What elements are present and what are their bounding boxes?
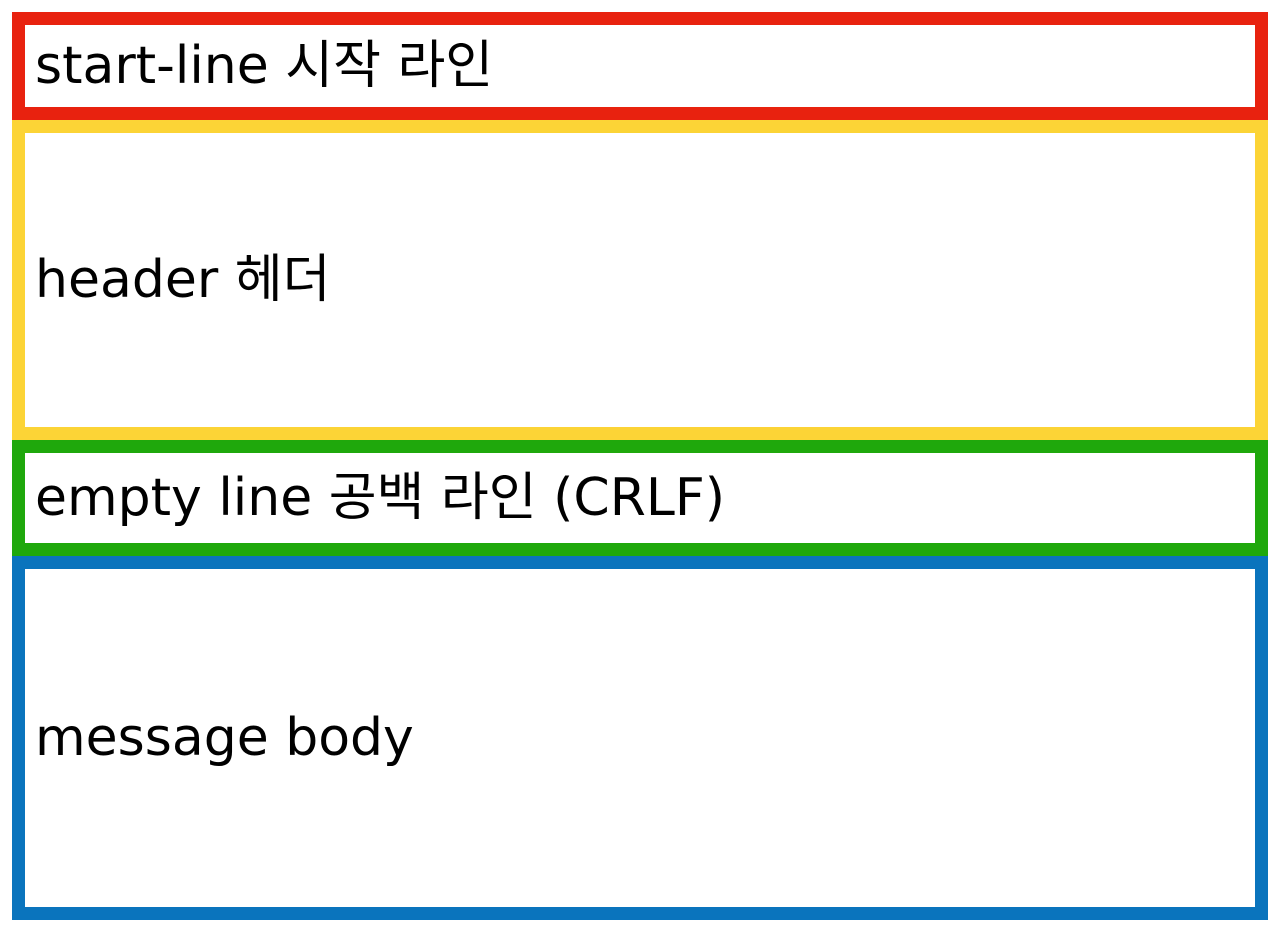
- message-body-label: message body: [35, 708, 414, 768]
- empty-line-label: empty line 공백 라인 (CRLF): [35, 468, 726, 528]
- start-line-label: start-line 시작 라인: [35, 36, 494, 96]
- empty-line-box: empty line 공백 라인 (CRLF): [12, 440, 1268, 556]
- start-line-box: start-line 시작 라인: [12, 12, 1268, 120]
- header-label: header 헤더: [35, 250, 331, 310]
- header-box: header 헤더: [12, 120, 1268, 440]
- message-body-box: message body: [12, 556, 1268, 920]
